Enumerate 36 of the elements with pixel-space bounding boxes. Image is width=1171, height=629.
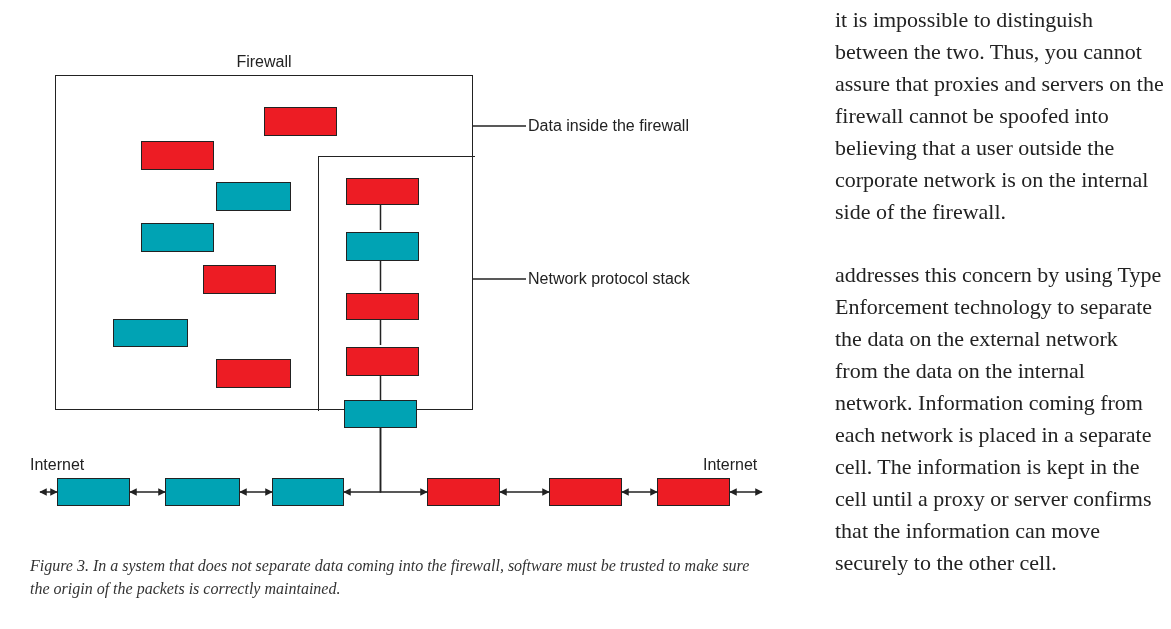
data-block (113, 319, 188, 347)
network-label: Internet (703, 455, 758, 475)
group-title: Firewall (235, 52, 293, 72)
double-arrow (39, 488, 58, 496)
body-paragraph: addresses this concern by using Type Enforcement technology to separate the data on the external network from the data on the internal network. Information coming from each network is placed in a separate cell. The information is kept in the cell until a proxy or server confirms that the information can move securely to the other cell. (835, 261, 1163, 577)
data-block (216, 182, 291, 211)
double-arrow (129, 488, 166, 496)
stack-frame (318, 156, 475, 411)
data-block (549, 478, 622, 506)
callout-text: Data inside the firewall (528, 116, 689, 136)
network-label: Internet (30, 455, 85, 475)
figure-caption: Figure 3. In a system that does not separate data coming into the firewall, software must be trusted to make sure the origin of the packets is correctly maintained. (30, 556, 751, 600)
leader-line (472, 278, 527, 280)
data-block (346, 347, 419, 376)
data-block (141, 141, 214, 170)
data-block (344, 400, 417, 428)
double-arrow (729, 488, 763, 496)
arrow (379, 427, 428, 496)
double-arrow (239, 488, 273, 496)
data-block (203, 265, 276, 294)
data-block (346, 232, 419, 261)
data-block (427, 478, 500, 506)
callout-text: Network protocol stack (528, 269, 690, 289)
data-block (165, 478, 240, 506)
data-block (264, 107, 337, 136)
leader-line (472, 125, 527, 127)
double-arrow (499, 488, 550, 496)
body-paragraph: it is impossible to distinguish between the two. Thus, you cannot assure that proxies and servers on the firewall cannot be spoofed into believing that a user outside the corporate network is on the internal side of the firewall. (835, 6, 1165, 226)
data-block (57, 478, 130, 506)
data-block (216, 359, 291, 388)
double-arrow (621, 488, 658, 496)
data-block (141, 223, 214, 252)
data-block (346, 293, 419, 320)
data-block (272, 478, 344, 506)
data-block (657, 478, 730, 506)
data-block (346, 178, 419, 205)
